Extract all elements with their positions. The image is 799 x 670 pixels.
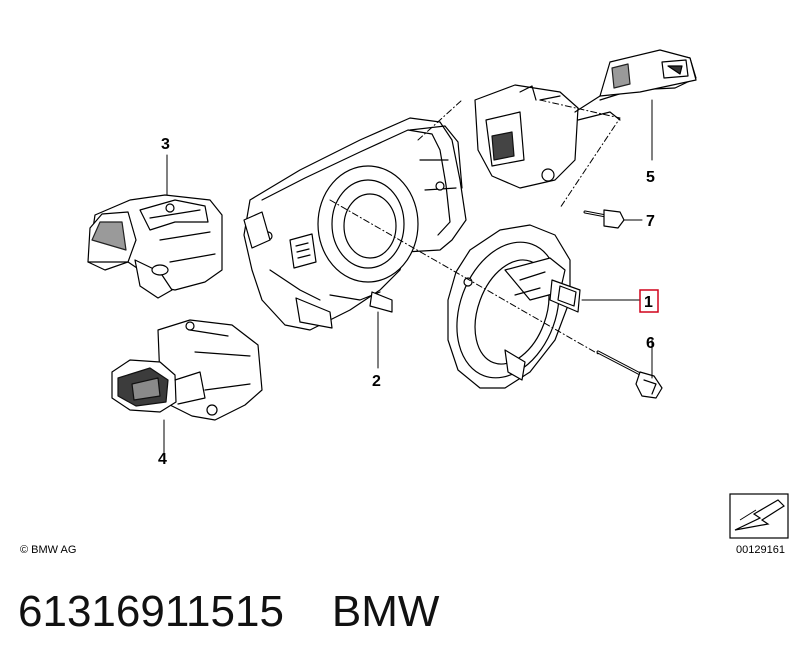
copyright-text: © BMW AG: [20, 544, 76, 556]
callout-2: 2: [372, 373, 381, 390]
callout-1: 1: [644, 294, 653, 311]
slip-ring-part-1: [447, 224, 581, 389]
highlight-box: [639, 289, 659, 313]
bolt-part-6: [596, 350, 663, 399]
brand-name: BMW: [331, 587, 440, 636]
part-number-line: 61316911515 BMW: [18, 586, 439, 638]
screw-part-7: [583, 209, 625, 229]
callout-5: 5: [646, 169, 655, 186]
switch-housing-part-2: [243, 117, 467, 331]
ignition-switch-part-3: [87, 194, 223, 299]
callout-3: 3: [161, 136, 170, 153]
stalk-switch-part-5: [474, 49, 697, 189]
callout-7: 7: [646, 213, 655, 230]
part-number: 61316911515: [18, 587, 284, 636]
diagram-code-icon: [729, 493, 789, 539]
lock-cylinder-part-4: [111, 319, 263, 421]
diagram-code: 00129161: [736, 544, 785, 556]
callout-4: 4: [158, 451, 167, 468]
callout-6: 6: [646, 335, 655, 352]
